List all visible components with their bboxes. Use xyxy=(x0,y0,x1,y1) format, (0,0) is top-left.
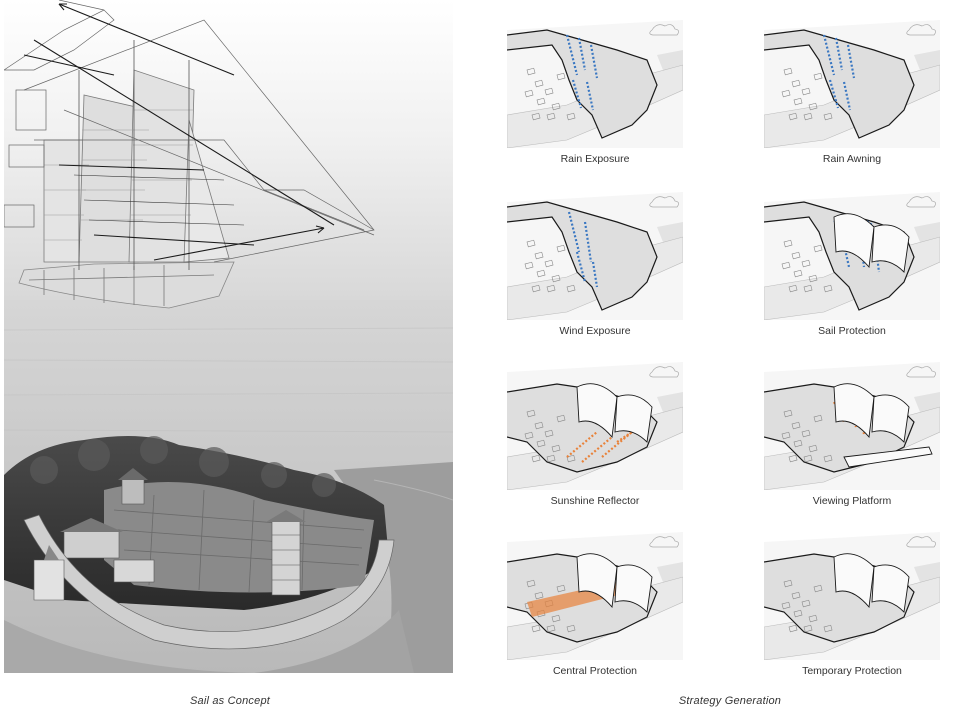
island-aerial-photo xyxy=(4,436,453,673)
strategy-tile-label: Rain Exposure xyxy=(560,153,630,165)
strategy-tile-label: Temporary Protection xyxy=(802,665,902,677)
strategy-tile-wind-exposure: Wind Exposure xyxy=(507,192,683,342)
strategy-diagram-temporary-protection xyxy=(764,532,940,660)
strategy-tile-label: Rain Awning xyxy=(822,153,882,165)
junk-ship xyxy=(18,40,235,309)
strategy-tile-rain-exposure: Rain Exposure xyxy=(507,20,683,170)
strategy-tile-label: Sail Protection xyxy=(818,325,886,337)
strategy-diagram-sail-protection xyxy=(764,192,940,320)
strategy-tile-label: Wind Exposure xyxy=(559,325,631,337)
strategy-diagram-wind-exposure xyxy=(507,192,683,320)
strategy-diagram-viewing-platform xyxy=(764,362,940,490)
strategy-diagram-rain-exposure xyxy=(507,20,683,148)
strategy-tile-rain-awning: Rain Awning xyxy=(764,20,940,170)
strategy-diagram-rain-awning xyxy=(764,20,940,148)
caption-sail-as-concept: Sail as Concept xyxy=(189,695,271,707)
caption-strategy-generation: Strategy Generation xyxy=(678,695,782,707)
strategy-tile-label: Sunshine Reflector xyxy=(550,495,640,507)
strategy-tile-temporary-protection: Temporary Protection xyxy=(764,532,940,682)
strategy-tile-central-protection: Central Protection xyxy=(507,532,683,682)
strategy-tile-label: Central Protection xyxy=(552,665,638,677)
strategy-tile-sail-protection: Sail Protection xyxy=(764,192,940,342)
sail-wireframe-overlay xyxy=(4,0,375,263)
strategy-diagram-central-protection xyxy=(507,532,683,660)
strategy-diagram-sunshine-reflector xyxy=(507,362,683,490)
strategy-tile-label: Viewing Platform xyxy=(812,495,892,507)
sail-concept-panel xyxy=(4,0,453,673)
strategy-tile-viewing-platform: Viewing Platform xyxy=(764,362,940,512)
strategy-tile-sunshine-reflector: Sunshine Reflector xyxy=(507,362,683,512)
sail-concept-illustration xyxy=(4,0,453,673)
concept-arrows xyxy=(23,3,335,261)
